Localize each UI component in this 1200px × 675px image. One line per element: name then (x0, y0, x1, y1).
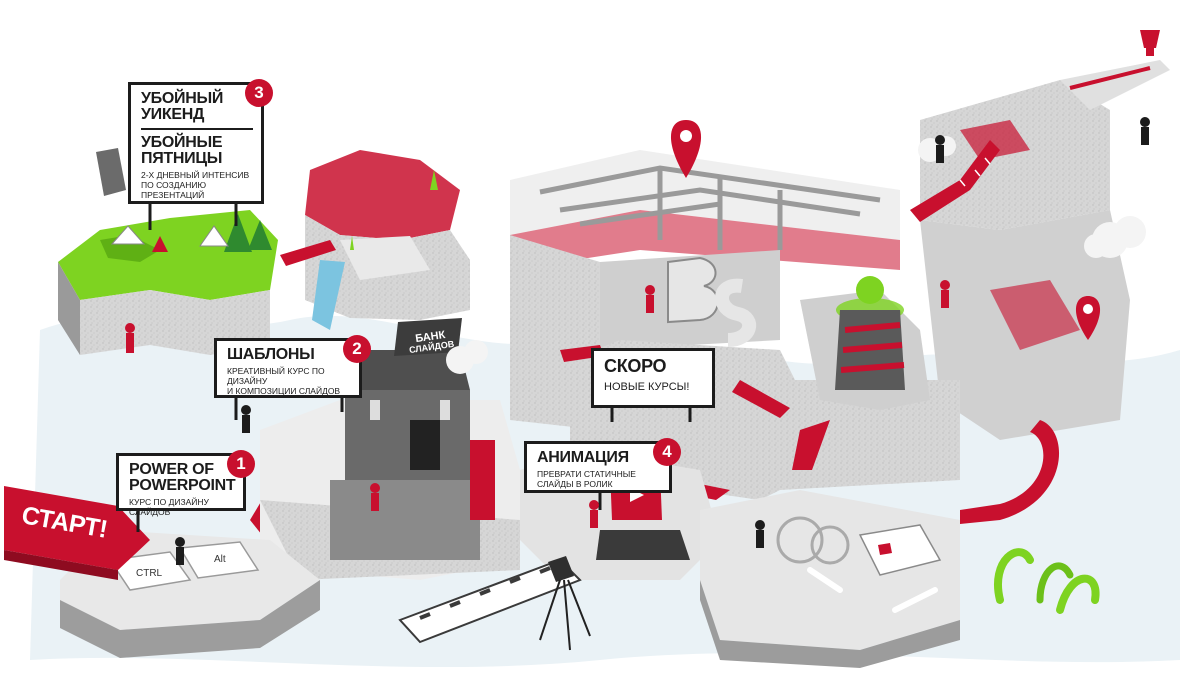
course-title: ПЯТНИЦЫ (141, 150, 223, 167)
course-card-animation[interactable]: 4 АНИМАЦИЯ Преврати статичные слайды в р… (524, 438, 681, 493)
divider (141, 128, 253, 130)
tentacles (994, 548, 1100, 614)
course-number-badge: 2 (343, 335, 371, 363)
clouds (446, 136, 1146, 374)
tower-block (920, 30, 1170, 440)
maze-block (510, 150, 900, 430)
course-subtitle: Креативный курс по дизайну (227, 366, 325, 386)
location-pin (670, 120, 702, 178)
alt-key-label: Alt (214, 554, 226, 565)
location-pin-small (1075, 296, 1101, 340)
course-number-badge: 3 (245, 79, 273, 107)
course-subtitle: 2-х дневный интенсив (141, 170, 250, 180)
course-subtitle: по созданию презентаций (141, 180, 207, 200)
course-title: POWER OF (129, 461, 214, 478)
course-title: УБОЙНЫЙ (141, 90, 224, 107)
course-title: ШАБЛОНЫ (227, 346, 315, 363)
island-canyon (305, 150, 470, 330)
people-figures (125, 117, 1150, 565)
island-bones (700, 490, 960, 668)
coming-soon-title: СКОРО (604, 356, 667, 376)
coming-soon-subtitle: НОВЫЕ КУРСЫ! (604, 381, 690, 393)
film-strip (398, 556, 591, 651)
course-subtitle: слайды в ролик (537, 479, 613, 489)
course-title: POWERPOINT (129, 477, 236, 494)
course-title: УБОЙНЫЕ (141, 134, 223, 151)
bs-letters (667, 256, 757, 347)
reactor-core (835, 276, 905, 390)
course-card-weekend[interactable]: 3 УБОЙНЫЙ УИКЕНД УБОЙНЫЕ ПЯТНИЦЫ 2-х дне… (128, 79, 273, 204)
course-subtitle: и композиции слайдов (227, 386, 341, 396)
course-number-badge: 4 (653, 438, 681, 466)
course-title: АНИМАЦИЯ (537, 449, 629, 466)
island-bank (260, 318, 520, 580)
ctrl-key-label: CTRL (136, 568, 163, 579)
red-stairs (910, 140, 1000, 222)
course-subtitle: Преврати статичные (537, 469, 636, 479)
course-title: УИКЕНД (141, 106, 205, 123)
start-sign-shape (4, 486, 150, 580)
coming-soon-card[interactable]: СКОРО НОВЫЕ КУРСЫ! (591, 348, 715, 408)
course-card-templates[interactable]: 2 ШАБЛОНЫ Креативный курс по дизайну и к… (214, 335, 371, 398)
course-card-power[interactable]: 1 POWER OF POWERPOINT курс по дизайну сл… (116, 450, 255, 517)
signposts (136, 204, 692, 532)
course-number-badge: 1 (227, 450, 255, 478)
course-subtitle: курс по дизайну слайдов (129, 497, 209, 517)
